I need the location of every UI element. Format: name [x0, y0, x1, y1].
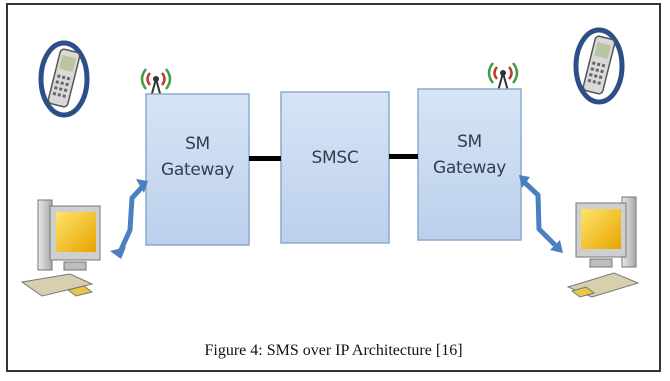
connector-right — [389, 154, 418, 159]
right-gateway-label: SM Gateway — [418, 129, 521, 181]
left-gateway-line2: Gateway — [161, 160, 234, 180]
architecture-diagram — [20, 27, 640, 298]
figure-frame: SM Gateway SMSC SM Gateway Figure 4: SMS… — [6, 3, 661, 372]
smsc-label: SMSC — [281, 145, 389, 171]
smsc-box — [280, 91, 390, 244]
left-gateway-line1: SM — [185, 134, 210, 154]
right-gateway-line2: Gateway — [433, 158, 506, 178]
desktop-computer-icon — [566, 196, 640, 298]
double-arrow-icon — [110, 179, 148, 259]
antenna-icon — [487, 62, 519, 92]
desktop-computer-icon — [20, 199, 101, 297]
left-gateway-box — [145, 93, 250, 246]
left-gateway-label: SM Gateway — [146, 131, 249, 183]
smsc-label-text: SMSC — [311, 148, 359, 168]
figure-caption: Figure 4: SMS over IP Architecture [16] — [204, 342, 463, 359]
right-gateway-box — [417, 88, 522, 241]
antenna-icon — [140, 68, 172, 98]
connector-left — [249, 156, 281, 161]
mobile-phone-icon — [38, 40, 90, 118]
double-arrow-icon — [519, 175, 563, 253]
right-gateway-line1: SM — [457, 132, 482, 152]
mobile-phone-icon — [573, 27, 625, 105]
